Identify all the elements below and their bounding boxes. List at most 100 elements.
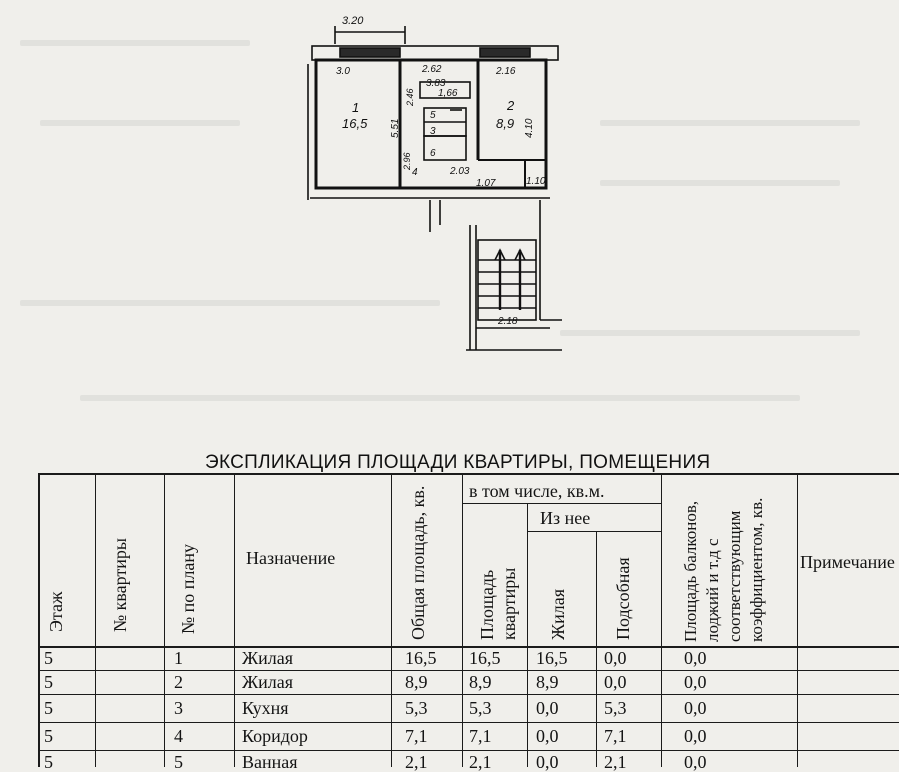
table-col-border	[797, 473, 799, 767]
floor-plan: 3.20 3.0 2.62 2.16 1 16,5 2 8,9 3.83 1,6…	[307, 15, 562, 351]
header-purpose: Назначение	[246, 548, 336, 568]
cell-balcony: 0,0	[684, 752, 707, 772]
cell-auxiliary: 0,0	[604, 672, 627, 692]
header-living: Жилая	[548, 588, 568, 640]
cell-floor: 5	[44, 698, 53, 718]
background-smudge	[600, 120, 860, 126]
cell-purpose: Кухня	[242, 698, 289, 718]
table-border-top	[38, 473, 899, 475]
cell-auxiliary: 7,1	[604, 726, 627, 746]
table-rule	[38, 670, 899, 672]
cell-apartment-area: 8,9	[469, 672, 492, 692]
cell-balcony: 0,0	[684, 726, 707, 746]
table-col-border	[462, 473, 464, 767]
background-smudge	[40, 120, 240, 126]
table-rule	[38, 646, 899, 648]
cell-auxiliary: 0,0	[604, 648, 627, 668]
background-smudge	[600, 180, 840, 186]
table-col-border	[661, 473, 663, 767]
table-col-border	[164, 473, 166, 767]
dim-top-width: 3.20	[342, 15, 364, 27]
cell-purpose: Ванная	[242, 752, 298, 772]
cell-floor: 5	[44, 726, 53, 746]
cell-living: 16,5	[536, 648, 568, 668]
dim-bottom-small: 1.07	[476, 178, 496, 189]
header-including: в том числе, кв.м.	[469, 481, 605, 501]
cell-total: 2,1	[405, 752, 428, 772]
small-room-area: 1.10	[526, 176, 546, 187]
cell-plan: 5	[174, 752, 183, 772]
cell-total: 5,3	[405, 698, 428, 718]
cell-apartment-area: 5,3	[469, 698, 492, 718]
cell-living: 8,9	[536, 672, 559, 692]
room1-area: 16,5	[342, 116, 368, 131]
cell-plan: 1	[174, 648, 183, 668]
cell-floor: 5	[44, 648, 53, 668]
background-smudge	[20, 40, 250, 46]
cell-floor: 5	[44, 672, 53, 692]
cell-purpose: Жилая	[242, 648, 294, 668]
room5-number: 5	[430, 110, 436, 121]
cell-purpose: Коридор	[242, 726, 308, 746]
cell-balcony: 0,0	[684, 698, 707, 718]
room4-number: 4	[412, 167, 418, 178]
cell-total: 8,9	[405, 672, 428, 692]
cell-living: 0,0	[536, 752, 559, 772]
room3-number: 3	[430, 126, 436, 137]
room6-number: 6	[430, 148, 436, 159]
room1-number: 1	[352, 100, 359, 115]
table-col-border	[527, 503, 529, 767]
cell-living: 0,0	[536, 726, 559, 746]
cell-apartment-area: 2,1	[469, 752, 492, 772]
dim-corridor-top: 2.62	[421, 64, 442, 75]
cell-auxiliary: 5,3	[604, 698, 627, 718]
table-rule	[38, 694, 899, 696]
cell-auxiliary: 2,1	[604, 752, 627, 772]
table-col-border	[38, 473, 40, 767]
background-smudge	[80, 395, 800, 401]
table-rule	[527, 531, 661, 533]
header-apartment-area: Площадь квартиры	[477, 567, 519, 640]
kitchen-dim: 3.83	[426, 78, 446, 89]
dim-corridor-side: 2.46	[405, 88, 415, 107]
room2-area: 8,9	[496, 116, 514, 131]
cell-floor: 5	[44, 752, 53, 772]
background-smudge	[20, 300, 440, 306]
explication-title: ЭКСПЛИКАЦИЯ ПЛОЩАДИ КВАРТИРЫ, ПОМЕЩЕНИЯ	[205, 452, 711, 473]
table-col-border	[234, 473, 236, 767]
table-rule	[38, 722, 899, 724]
dim-room1-height: 5.51	[390, 119, 401, 138]
dim-room2-top: 2.16	[495, 66, 516, 77]
table-rule	[38, 750, 899, 752]
kitchen-area: 1,66	[438, 88, 458, 99]
header-floor: Этаж	[46, 591, 66, 632]
room2-number: 2	[506, 98, 515, 113]
header-balcony-area: Площадь балконов, лоджий и т.д с соответ…	[681, 497, 766, 642]
header-note: Примечание	[800, 552, 895, 572]
cell-balcony: 0,0	[684, 672, 707, 692]
cell-plan: 3	[174, 698, 183, 718]
dim-left-side: 2.96	[402, 152, 412, 171]
cell-total: 16,5	[405, 648, 437, 668]
cell-apartment-area: 16,5	[469, 648, 501, 668]
cell-plan: 2	[174, 672, 183, 692]
table-col-border	[596, 531, 598, 767]
header-total-area: Общая площадь, кв.	[408, 485, 428, 640]
cell-apartment-area: 7,1	[469, 726, 492, 746]
dim-room2-height: 4.10	[524, 118, 535, 138]
dim-room1-top: 3.0	[336, 66, 350, 77]
background-smudge	[560, 330, 860, 336]
cell-living: 0,0	[536, 698, 559, 718]
dim-bottom-corridor: 2.03	[449, 166, 470, 177]
header-apartment-no: № квартиры	[110, 537, 130, 632]
header-plan-no: № по плану	[178, 543, 198, 634]
table-rule	[463, 503, 661, 505]
header-of-which: Из нее	[540, 508, 591, 528]
cell-balcony: 0,0	[684, 648, 707, 668]
cell-purpose: Жилая	[242, 672, 294, 692]
header-auxiliary: Подсобная	[613, 557, 633, 640]
table-col-border	[95, 473, 97, 767]
cell-total: 7,1	[405, 726, 428, 746]
dim-stair-width: 2.18	[497, 316, 518, 327]
table-col-border	[391, 473, 393, 767]
